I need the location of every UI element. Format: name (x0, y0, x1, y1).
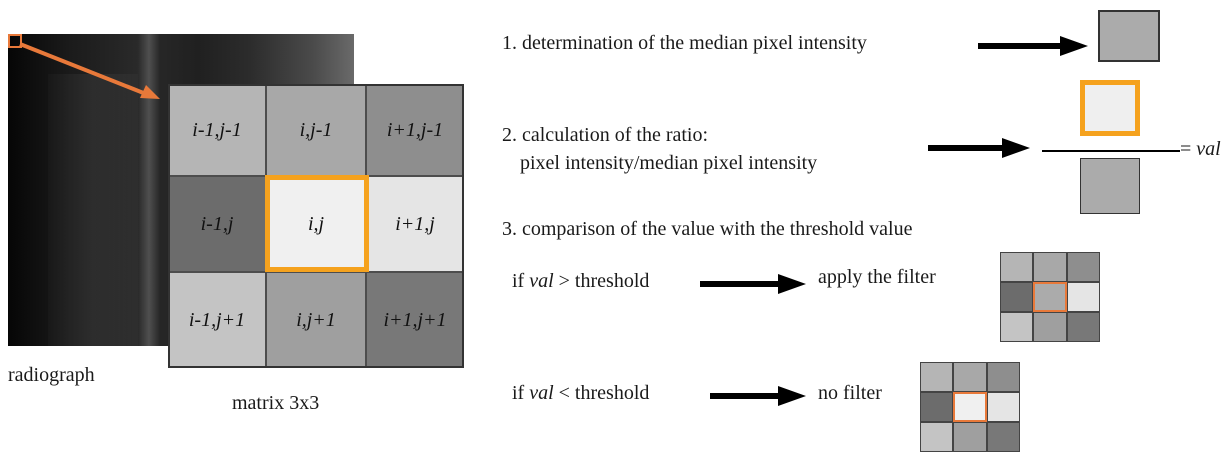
matrix-cell: i,j+1 (266, 272, 366, 368)
mini-matrix-cell (953, 422, 987, 452)
mini-matrix-cell (986, 392, 1020, 422)
fraction-line (1042, 150, 1180, 152)
mini-matrix-cell (1033, 312, 1067, 342)
step-3-text: 3. comparison of the value with the thre… (502, 218, 913, 240)
condition-greater-arrow (700, 274, 806, 294)
matrix-cell: i+1,j (366, 176, 464, 272)
mini-matrix-cell (1000, 282, 1034, 312)
condition-greater: if val > threshold (512, 270, 650, 292)
apply-filter-text: apply the filter (818, 266, 936, 288)
step-2-line-2: pixel intensity/median pixel intensity (520, 152, 818, 174)
mini-matrix-filtered (1000, 252, 1100, 342)
step-1-arrow (978, 36, 1088, 56)
matrix-label: matrix 3x3 (232, 392, 320, 414)
median-denominator-box (1080, 158, 1140, 214)
mini-matrix-cell (1033, 252, 1067, 282)
mini-center-highlight (1033, 282, 1067, 312)
mini-matrix-cell (953, 392, 987, 422)
step-1-text: 1. determination of the median pixel int… (502, 32, 867, 54)
matrix-cell: i-1,j+1 (168, 272, 266, 368)
matrix-cell: i,j-1 (266, 84, 366, 176)
mini-matrix-cell (920, 392, 954, 422)
condition-less: if val < threshold (512, 382, 650, 404)
pixel-selection-marker (8, 34, 22, 48)
mini-matrix-cell (1000, 312, 1034, 342)
median-intensity-box (1098, 10, 1160, 62)
mini-matrix-cell (986, 422, 1020, 452)
condition-less-arrow (710, 386, 806, 406)
mini-matrix-cell (953, 362, 987, 392)
mini-center-highlight (953, 392, 987, 422)
mini-matrix-cell (1066, 252, 1100, 282)
mini-matrix-cell (1000, 252, 1034, 282)
mini-matrix-cell (920, 362, 954, 392)
mini-matrix-unfiltered (920, 362, 1020, 452)
matrix-cell: i+1,j-1 (366, 84, 464, 176)
radiograph-label: radiograph (8, 364, 95, 386)
matrix-cell: i-1,j-1 (168, 84, 266, 176)
matrix-cell: i-1,j (168, 176, 266, 272)
step-2-arrow (928, 138, 1030, 158)
mini-matrix-cell (920, 422, 954, 452)
ratio-result: = val (1180, 138, 1221, 160)
val-symbol: val (1196, 138, 1221, 160)
mini-matrix-cell (986, 362, 1020, 392)
mini-matrix-cell (1066, 312, 1100, 342)
matrix-cell: i+1,j+1 (366, 272, 464, 368)
pixel-intensity-box (1080, 80, 1140, 136)
no-filter-text: no filter (818, 382, 882, 404)
step-2-line-1: 2. calculation of the ratio: (502, 124, 709, 146)
mini-matrix-cell (1066, 282, 1100, 312)
matrix-cell: i,j (266, 176, 366, 272)
